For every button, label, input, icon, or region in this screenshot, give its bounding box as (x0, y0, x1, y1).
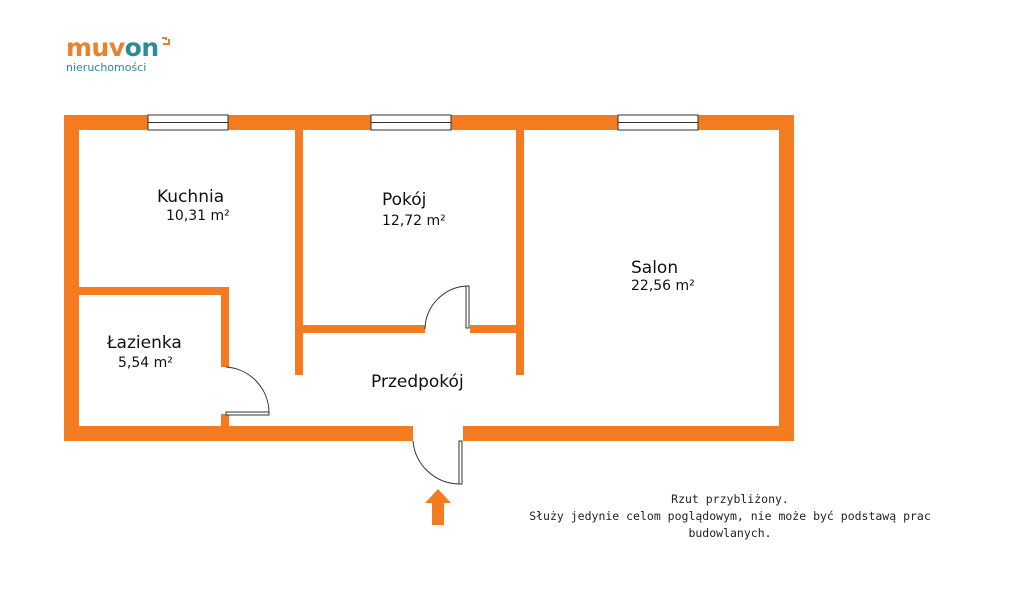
window-kuchnia (147, 114, 229, 131)
room-kuchnia-name: Kuchnia (157, 187, 225, 207)
room-lazienka-area: 5,54 m² (118, 355, 173, 371)
window-salon (617, 114, 699, 131)
wall-bottom-right (463, 426, 794, 441)
door-entrance (412, 440, 463, 485)
room-przedpokoj-name: Przedpokój (371, 372, 464, 392)
logo-wordmark-part1: muv (66, 33, 125, 62)
logo-wordmark: muvon (66, 33, 170, 62)
room-salon-area: 22,56 m² (631, 278, 695, 294)
wall-kitchen-bathroom (79, 287, 229, 295)
disclaimer-line1: Rzut przybliżony. (671, 492, 789, 506)
wall-right (779, 115, 794, 441)
room-salon-name: Salon (631, 258, 679, 278)
wall-left (64, 115, 79, 441)
company-logo: muvon nieruchomości (66, 33, 170, 74)
disclaimer-note: Rzut przybliżony. Służy jedynie celom po… (500, 491, 960, 542)
wall-bottom-left (64, 426, 413, 441)
logo-mark-icon (161, 37, 170, 45)
room-kuchnia-area: 10,31 m² (166, 208, 230, 224)
wall-kitchen-pokoj (295, 130, 303, 375)
room-pokoj-name: Pokój (382, 190, 427, 210)
door-pokoj (424, 285, 470, 330)
window-pokoj (370, 114, 452, 131)
logo-subtitle: nieruchomości (66, 61, 147, 74)
room-lazienka-name: Łazienka (107, 333, 182, 353)
windows (147, 114, 699, 131)
wall-pokoj-bottom-right (470, 325, 516, 333)
wall-bathroom-right-lower (221, 414, 229, 426)
disclaimer-line2: Służy jedynie celom poglądowym, nie może… (529, 509, 931, 540)
logo-wordmark-part2: on (124, 33, 159, 62)
door-lazienka (225, 366, 270, 416)
wall-bathroom-right-upper (221, 287, 229, 367)
wall-pokoj-salon (516, 130, 524, 375)
wall-pokoj-bottom-left (303, 325, 425, 333)
room-pokoj-area: 12,72 m² (382, 213, 446, 229)
doors (225, 285, 470, 485)
arrow-up-icon (425, 489, 451, 525)
